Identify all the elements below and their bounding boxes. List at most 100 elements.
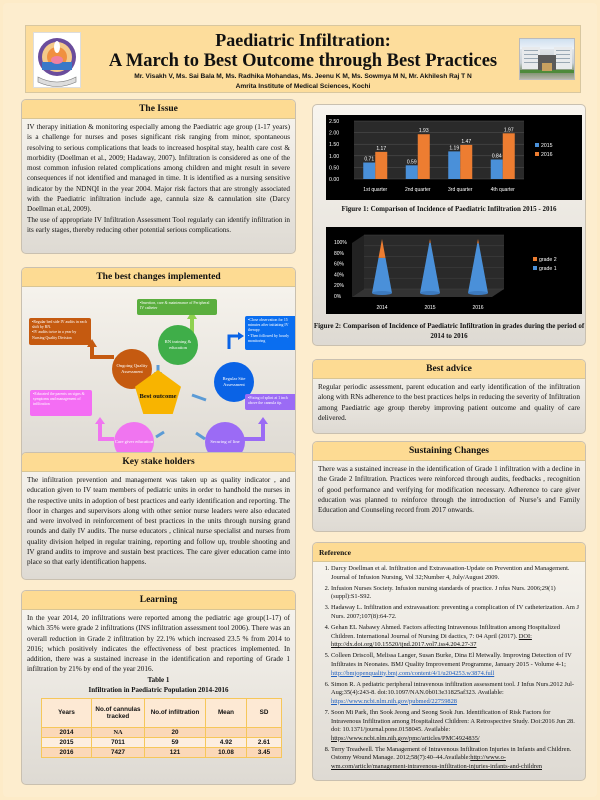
section-best-advice: Best advice Regular periodic assessment,…	[312, 359, 586, 434]
advice-text: Regular periodic assessment, parent educ…	[318, 383, 580, 422]
table-title: Infiltration in Paediatric Population 20…	[88, 685, 229, 694]
svg-text:3rd quarter: 3rd quarter	[448, 187, 473, 193]
svg-text:1.17: 1.17	[376, 146, 386, 152]
svg-text:2016: 2016	[472, 305, 483, 311]
authors: Mr. Visakh V, Ms. Sai Bala M, Ms. Radhik…	[134, 73, 472, 80]
col-header: No.of cannulas tracked	[91, 697, 145, 728]
col-header: Years	[41, 697, 92, 728]
svg-text:2016: 2016	[541, 152, 553, 158]
svg-text:2015: 2015	[541, 143, 553, 149]
svg-text:0.84: 0.84	[492, 154, 502, 160]
reference-list: Darcy Doellman et al. Infiltration and E…	[313, 562, 585, 777]
cell: 2014	[41, 726, 92, 738]
col-header: No.of infiltration	[144, 697, 206, 728]
svg-text:2nd quarter: 2nd quarter	[405, 187, 431, 193]
table-header-row: Years No.of cannulas tracked No.of infil…	[41, 697, 282, 728]
cell: 7427	[91, 746, 145, 758]
svg-text:1.47: 1.47	[461, 139, 471, 145]
sustaining-text: There was a sustained increase in the id…	[318, 465, 580, 515]
cell: 2016	[41, 746, 92, 758]
svg-text:1.19: 1.19	[449, 145, 459, 151]
hospital-photo	[519, 38, 575, 80]
section-heading: Sustaining Changes	[313, 442, 585, 461]
reference-item: Simon R. A pediatric peripheral intraven…	[331, 681, 579, 707]
svg-text:1.93: 1.93	[419, 128, 429, 134]
reference-link[interactable]: https://www.ncbi.nlm.nih.gov/pmc/article…	[331, 734, 480, 742]
infiltration-table: Years No.of cannulas tracked No.of infil…	[41, 697, 282, 758]
cell: 2.61	[246, 736, 282, 748]
col-header: SD	[246, 697, 282, 728]
reference-item: Soon Mi Park, Ihn Sook Jeong and Seong S…	[331, 709, 579, 743]
section-sustaining-changes: Sustaining Changes There was a sustained…	[312, 441, 586, 532]
reference-item: Colleen Driscoll, Melissa Langer, Susan …	[331, 652, 579, 678]
reference-item: Gehan EL Nabawy Ahmed. Factors affecting…	[331, 624, 579, 650]
section-heading: The Issue	[22, 100, 295, 119]
reference-doi-link[interactable]: DOI: http://dx.doi.org/10.15520/ijnd.201…	[331, 632, 532, 649]
section-issue: The Issue IV therapy initiation & monito…	[21, 99, 296, 254]
note-securing-line: •Fixing of splint at 1 inch above the ca…	[245, 394, 295, 410]
svg-text:1.00: 1.00	[329, 154, 339, 160]
svg-text:grade 1: grade 1	[539, 266, 557, 272]
cell: 7011	[91, 736, 145, 748]
svg-text:40%: 40%	[334, 272, 345, 278]
svg-text:100%: 100%	[334, 240, 347, 246]
cell: 3.45	[246, 746, 282, 758]
poster-title-line1: Paediatric Infiltration:	[215, 30, 391, 50]
table-row: 2016 7427 121 10.08 3.45	[41, 746, 282, 758]
section-key-stakeholders: Key stake holders The infiltration preve…	[21, 452, 296, 580]
cell: 121	[144, 746, 206, 758]
best-changes-diagram: •Insertion, care & maintenance of Periph…	[22, 287, 295, 461]
figure2-caption: Figure 2: Comparison of Incidence of Pae…	[313, 322, 585, 340]
svg-text:0.00: 0.00	[329, 177, 339, 183]
section-body: IV therapy initiation & monitoring espec…	[22, 119, 295, 238]
reference-item: Infusion Nurses Society. Infusion nursin…	[331, 585, 579, 602]
cell: 2015	[41, 736, 92, 748]
svg-text:2.00: 2.00	[329, 131, 339, 137]
svg-text:20%: 20%	[334, 283, 345, 289]
institution-logo	[33, 32, 81, 88]
section-best-changes: The best changes implemented	[21, 267, 296, 462]
svg-text:0.50: 0.50	[329, 165, 339, 171]
section-heading: The best changes implemented	[22, 268, 295, 287]
section-heading: Reference	[313, 543, 585, 562]
table-label: Table 1	[147, 675, 170, 684]
svg-text:0.71: 0.71	[364, 157, 374, 163]
svg-text:grade 2: grade 2	[539, 257, 557, 263]
note-ongoing-quality: •Regular bed side IV audits in each shif…	[29, 318, 91, 345]
reference-link[interactable]: http://www.o-wm.com/article/management-i…	[331, 754, 542, 770]
svg-text:1.97: 1.97	[504, 127, 514, 133]
section-references: Reference Darcy Doellman et al. Infiltra…	[312, 542, 586, 781]
reference-item: Hadaway L. Infiltration and extravasatio…	[331, 604, 579, 621]
reference-link[interactable]: http://bmjopenquality.bmj.com/content/4/…	[331, 669, 495, 677]
note-care-giver-education: •Educated the parents on signs & symptom…	[30, 390, 92, 416]
table-row: 2015 7011 59 4.92 2.61	[41, 736, 282, 748]
svg-text:0.59: 0.59	[407, 159, 417, 165]
svg-text:2015: 2015	[424, 305, 435, 311]
section-heading: Key stake holders	[22, 453, 295, 472]
poster-title-line2: A March to Best Outcome through Best Pra…	[108, 51, 498, 71]
note-rn-training: •Insertion, care & maintenance of Periph…	[137, 299, 217, 315]
emblem-icon	[37, 38, 77, 87]
svg-text:0%: 0%	[334, 294, 342, 300]
node-rn-training: RN training & education	[158, 325, 198, 365]
issue-text-2: The use of appropriate IV Infiltration A…	[27, 215, 290, 234]
svg-text:1.50: 1.50	[329, 142, 339, 148]
section-learning: Learning In the year 2014, 20 infiltrati…	[21, 590, 296, 785]
svg-text:1st quarter: 1st quarter	[363, 187, 387, 193]
section-heading: Learning	[22, 591, 295, 610]
section-heading: Best advice	[313, 360, 585, 379]
cell	[246, 726, 282, 738]
cell: 59	[144, 736, 206, 748]
reference-item: Terry Treadwell. The Management of Intra…	[331, 746, 579, 772]
svg-text:60%: 60%	[334, 262, 345, 268]
reference-link[interactable]: https://www.ncbi.nlm.nih.gov/pubmed/2275…	[331, 697, 457, 705]
svg-text:4th quarter: 4th quarter	[491, 187, 516, 193]
cell: 10.08	[205, 746, 247, 758]
svg-text:2014: 2014	[376, 305, 387, 311]
cell	[205, 726, 247, 738]
